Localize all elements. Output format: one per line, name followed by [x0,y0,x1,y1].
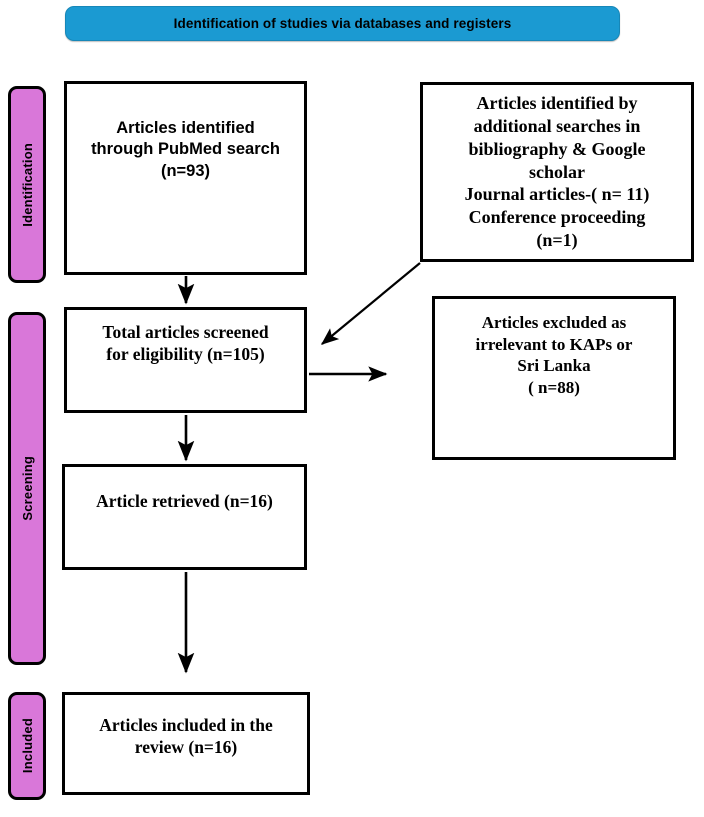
arrow-additional-to-screened [320,262,421,345]
stage-label-screening-text: Screening [19,456,35,521]
stage-label-screening: Screening [8,312,46,665]
diagram-header-label: Identification of studies via databases … [173,16,512,31]
stage-label-included: Included [8,692,46,800]
box-article-retrieved-text: Article retrieved (n=16) [96,491,273,511]
stage-label-identification-text: Identification [19,142,35,227]
diagram-header-banner: Identification of studies via databases … [65,6,620,41]
box-article-retrieved: Article retrieved (n=16) [62,464,307,570]
stage-label-included-text: Included [19,718,35,774]
stage-label-identification: Identification [8,86,46,283]
